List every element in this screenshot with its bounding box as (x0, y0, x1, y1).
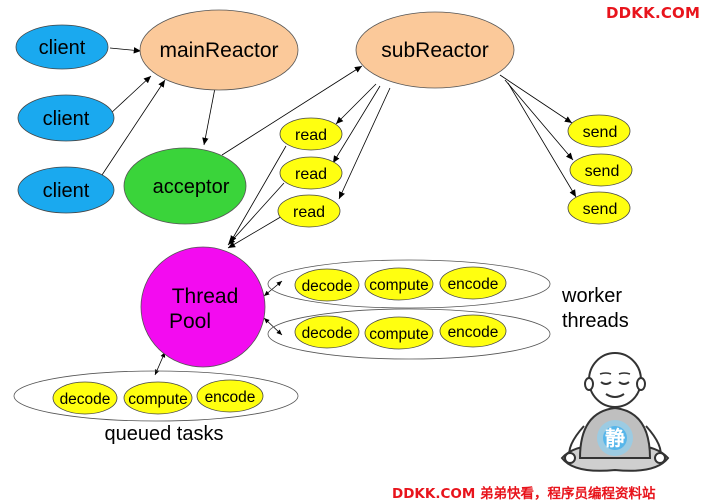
send-node-3: send (567, 191, 631, 225)
arrow-client2-main (109, 75, 152, 115)
connector-arrows (99, 47, 577, 376)
arrow-main-acceptor (202, 87, 216, 146)
main-reactor-node: mainReactor (139, 9, 299, 91)
meditating-monk-icon: 静 (560, 352, 670, 472)
task-decode-label: decode (302, 325, 353, 342)
client-node-3: client (17, 166, 115, 214)
task-decode-label: decode (60, 391, 111, 408)
sub-reactor-node: subReactor (355, 11, 515, 89)
task-compute-label: compute (369, 326, 428, 343)
worker-threads-label-line1: worker (561, 285, 622, 307)
brand-watermark-bottom: DDKK.COM 弟弟快看，程序员编程资料站 (392, 486, 656, 502)
arrow-read2-pool (227, 182, 285, 246)
arrow-sub-send2 (504, 79, 574, 161)
arrow-sub-send3 (507, 82, 577, 198)
arrow-sub-read2 (332, 85, 381, 164)
send-label: send (585, 163, 620, 180)
thread-pool-label-line2: Pool (169, 310, 211, 333)
arrow-pool-worker1 (263, 280, 283, 297)
thread-pool-node: Thread Pool (140, 246, 266, 368)
arrow-pool-worker2 (263, 317, 283, 336)
send-label: send (583, 124, 618, 141)
client-node-2: client (17, 94, 115, 142)
client-node-1: client (15, 24, 109, 70)
arrow-sub-send1 (499, 74, 573, 124)
arrow-read3-pool (227, 214, 285, 249)
calm-glyph: 静 (605, 426, 625, 450)
read-node-1: read (279, 117, 343, 151)
arrow-read1-pool (229, 145, 287, 244)
client-label: client (39, 37, 86, 59)
queued-tasks-label: queued tasks (105, 423, 224, 445)
send-node-1: send (567, 114, 631, 148)
arrow-pool-queue (154, 351, 166, 376)
thread-pool-label-line1: Thread (172, 285, 239, 308)
client-label: client (43, 108, 90, 130)
task-compute-label: compute (128, 391, 187, 408)
sub-reactor-label: subReactor (381, 39, 488, 62)
read-label: read (293, 204, 325, 221)
read-node-3: read (277, 194, 341, 228)
client-label: client (43, 180, 90, 202)
task-encode-label: encode (205, 389, 256, 406)
read-node-2: read (279, 156, 343, 190)
task-decode-label: decode (302, 278, 353, 295)
arrow-sub-read1 (335, 83, 377, 125)
send-label: send (583, 201, 618, 218)
brand-watermark-top: DDKK.COM (606, 4, 701, 22)
acceptor-node: acceptor (123, 147, 247, 225)
main-reactor-label: mainReactor (159, 39, 278, 62)
worker-thread-row-1: decode compute encode (267, 259, 551, 309)
arrow-client3-main (99, 79, 166, 179)
arrow-client1-main (109, 47, 142, 54)
arrow-acceptor-sub (221, 65, 363, 156)
read-label: read (295, 166, 327, 183)
task-encode-label: encode (448, 276, 499, 293)
arrow-sub-read3 (338, 87, 391, 200)
send-node-2: send (569, 153, 633, 187)
task-encode-label: encode (448, 324, 499, 341)
worker-thread-row-2: decode compute encode (267, 308, 551, 360)
read-label: read (295, 127, 327, 144)
worker-threads-label-line2: threads (562, 310, 629, 332)
acceptor-label: acceptor (153, 176, 230, 198)
task-compute-label: compute (369, 277, 428, 294)
queued-task-row: decode compute encode (13, 370, 299, 422)
